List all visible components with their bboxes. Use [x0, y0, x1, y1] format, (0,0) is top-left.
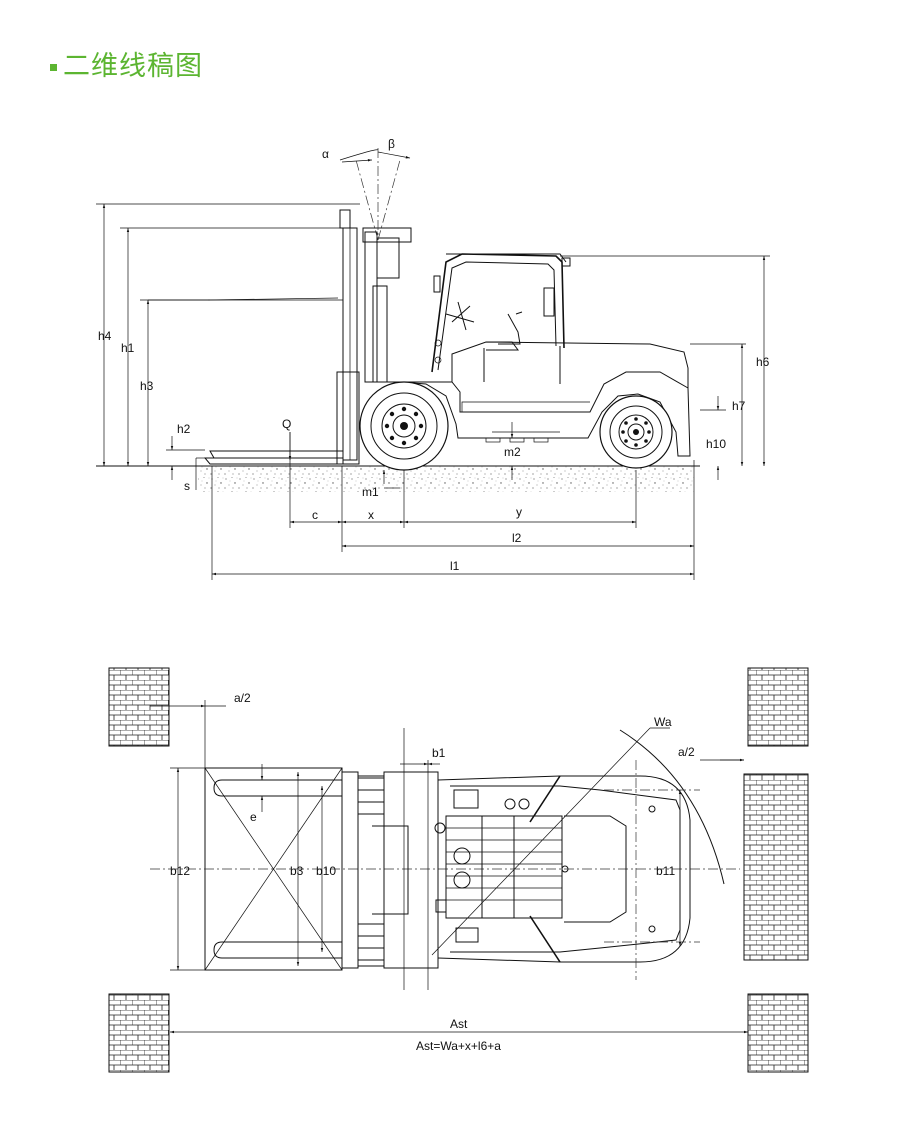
label-e: e — [250, 810, 257, 824]
top-dimensions — [150, 700, 748, 1034]
top-view: a/2 a/2 Wa b1 e b12 b3 b10 b11 Ast Ast=W… — [108, 667, 809, 1073]
ground-gravel — [198, 466, 694, 492]
length-dimensions — [211, 460, 695, 580]
label-a2-left: a/2 — [234, 691, 251, 705]
pallet-top-right — [747, 667, 809, 747]
label-y: y — [516, 505, 522, 519]
section-title: 二维线稿图 — [63, 51, 203, 82]
forks — [148, 297, 344, 465]
label-c: c — [312, 508, 318, 522]
label-h7: h7 — [732, 399, 746, 413]
rear-wheel — [599, 395, 673, 469]
label-a2-right: a/2 — [678, 745, 695, 759]
label-h6: h6 — [756, 355, 770, 369]
label-h4: h4 — [98, 329, 112, 343]
label-m2: m2 — [504, 445, 521, 459]
label-ast: Ast — [450, 1017, 468, 1031]
label-wa: Wa — [654, 715, 672, 729]
label-ast-formula: Ast=Wa+x+l6+a — [416, 1039, 501, 1053]
pallet-bottom-left — [108, 993, 170, 1073]
tilt-angle-indicator — [339, 148, 411, 241]
turning-radius — [403, 727, 725, 990]
label-m1: m1 — [362, 485, 379, 499]
label-h3: h3 — [140, 379, 154, 393]
label-b3: b3 — [290, 864, 304, 878]
label-s: s — [184, 479, 190, 493]
label-b1: b1 — [432, 746, 446, 760]
pallet-bottom-right — [747, 993, 809, 1073]
label-l2: l2 — [512, 531, 522, 545]
label-b12: b12 — [170, 864, 190, 878]
label-h10: h10 — [706, 437, 726, 451]
section-header: 二维线稿图 — [50, 52, 203, 82]
side-view: α β h4 h1 h3 h2 s Q m1 m2 h6 h7 h10 c x … — [96, 137, 770, 580]
label-b10: b10 — [316, 864, 336, 878]
mast — [336, 209, 412, 465]
label-h2: h2 — [177, 422, 191, 436]
overhead-guard — [431, 253, 571, 373]
label-x: x — [368, 508, 374, 522]
height-dimensions — [96, 203, 770, 528]
pallet-middle-right — [743, 773, 809, 961]
label-beta: β — [388, 137, 395, 151]
truck-body — [366, 341, 691, 457]
label-Q: Q — [282, 417, 291, 431]
front-wheel — [359, 381, 449, 471]
label-h1: h1 — [121, 341, 135, 355]
label-b11: b11 — [656, 864, 675, 878]
header-bullet-icon — [50, 63, 57, 71]
pallet-top-left — [108, 667, 170, 747]
truck-top — [341, 771, 691, 969]
label-l1: l1 — [450, 559, 460, 573]
label-alpha: α — [322, 147, 329, 161]
